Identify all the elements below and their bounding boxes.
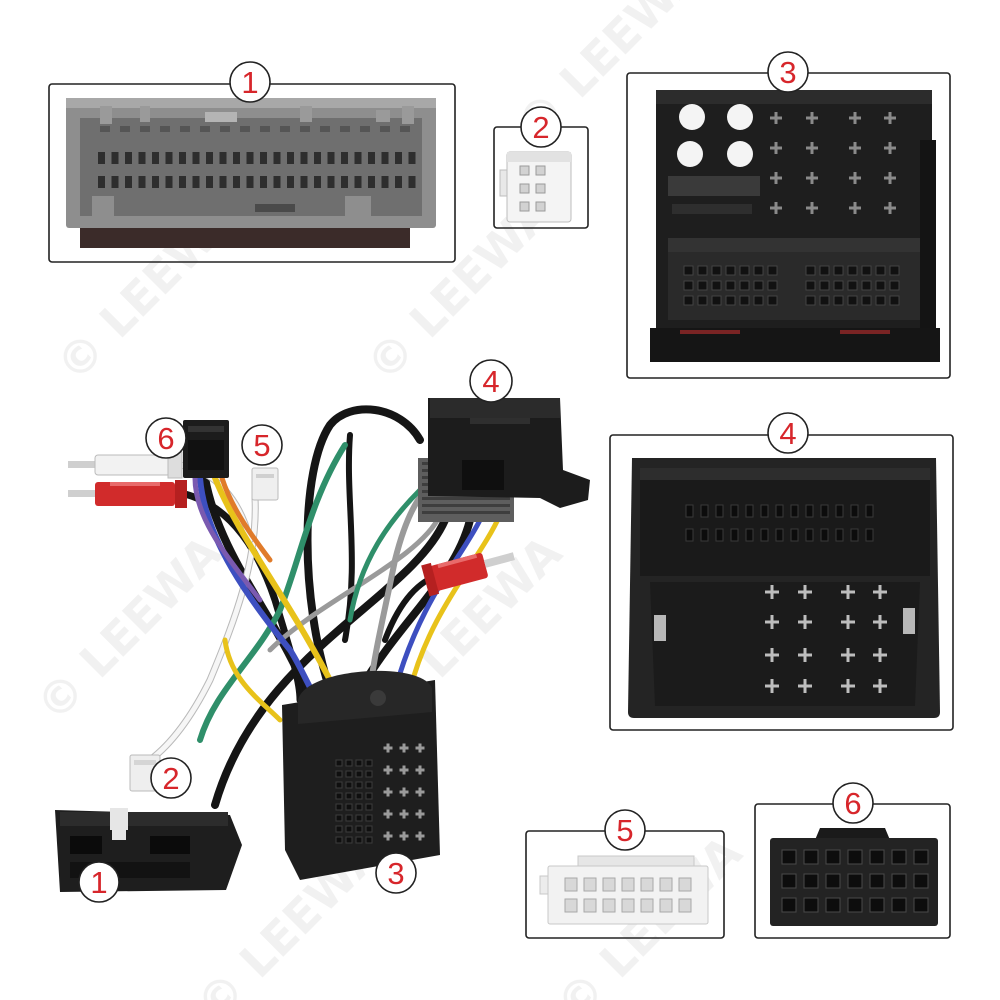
rca-plug-red-right [421,552,515,597]
panel-connector-4: 4 [609,412,954,731]
label-badge-harness-2: 2 [150,757,192,799]
connector-2-white-plug [499,151,572,223]
label-badge-harness-6: 6 [145,417,187,459]
label-badge-connector-1: 1 [229,61,271,103]
panel-connector-5: 5 [525,809,725,939]
connector-5-pin-grid [564,877,692,913]
panel-connector-6: 6 [754,782,951,939]
wiring-harness: 4 6 5 2 1 3 [55,359,590,903]
label-number: 3 [387,856,404,891]
label-number: 1 [90,865,107,900]
label-badge-connector-4: 4 [767,412,809,454]
connector-2-pin-grid [519,165,546,212]
connector-1-pin-grid [98,152,416,188]
label-badge-harness-4: 4 [469,359,513,403]
connector-3-pin-grid [770,112,896,214]
label-number: 5 [253,428,270,463]
label-number: 6 [157,421,174,456]
label-number: 4 [779,416,796,451]
connector-4-lower-pin-grid [765,585,887,693]
label-number: 4 [482,364,499,399]
label-number: 6 [844,786,861,821]
label-badge-harness-3: 3 [375,852,417,894]
connector-3-left-socket [683,265,778,306]
harness-connector-3 [282,670,440,880]
panel-connector-1: 1 [48,61,456,263]
label-badge-harness-5: 5 [241,424,283,466]
label-badge-connector-5: 5 [604,809,646,851]
connector-6-black-plug [770,828,938,926]
label-number: 2 [532,110,549,145]
connector-4-black-plug [628,458,940,718]
panel-connector-2: 2 [493,106,589,229]
connector-3-left-socket [335,759,373,844]
connector-3-right-socket [805,265,900,306]
label-badge-connector-3: 3 [767,51,809,93]
harness-connector-6 [183,420,229,478]
harness-connector-4 [418,398,590,522]
connector-1-slot-row [100,126,410,132]
connector-1-grey-plug [66,98,436,248]
rca-plug-red-left [68,480,187,508]
label-number: 1 [241,65,258,100]
label-badge-connector-2: 2 [520,106,562,148]
connector-5-white-plug [539,855,709,925]
label-number: 2 [162,761,179,796]
connector-6-pin-grid [781,849,929,913]
panel-connector-3: 3 [626,51,951,379]
label-number: 5 [616,813,633,848]
harness-connector-5 [251,467,279,501]
label-number: 3 [779,55,796,90]
rca-plug-white [68,451,183,479]
connector-4-upper-pin-rows [685,504,874,542]
connector-3-black-plug [650,90,940,362]
label-badge-connector-6: 6 [832,782,874,824]
label-badge-harness-1: 1 [78,861,120,903]
connector-3-pin-grid [383,743,425,841]
